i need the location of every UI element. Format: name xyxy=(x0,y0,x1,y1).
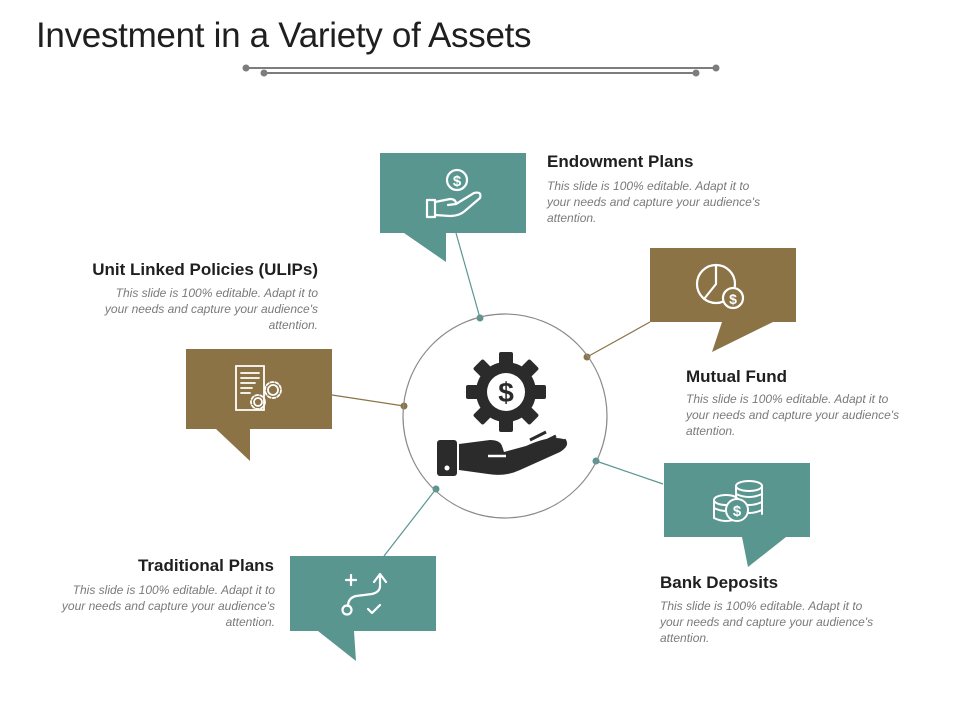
coin-stack-icon: $ xyxy=(713,480,763,522)
hand-coin-icon: $ xyxy=(425,168,482,219)
callout-mutual: $ xyxy=(650,248,796,352)
endowment-title: Endowment Plans xyxy=(547,152,694,171)
connector-ulips xyxy=(331,394,405,407)
pie-coin-icon: $ xyxy=(695,263,745,310)
svg-text:$: $ xyxy=(453,173,462,190)
bank-deposits-description: This slide is 100% editable. Adapt it to… xyxy=(660,599,874,645)
connector-dot-traditional xyxy=(432,485,440,493)
traditional-plans-description: This slide is 100% editable. Adapt it to… xyxy=(61,583,275,629)
document-gears-icon xyxy=(235,365,282,411)
svg-text:$: $ xyxy=(729,291,737,307)
ulips-title: Unit Linked Policies (ULIPs) xyxy=(92,260,318,279)
svg-text:$: $ xyxy=(733,503,742,520)
dollar-gear-hand-icon: $ xyxy=(437,352,568,476)
title-underline xyxy=(242,64,720,77)
connector-endowment xyxy=(455,232,481,319)
bank-deposits-title: Bank Deposits xyxy=(660,573,779,592)
ulips-description: This slide is 100% editable. Adapt it to… xyxy=(104,286,318,332)
connector-bank xyxy=(595,460,664,485)
traditional-plans-title: Traditional Plans xyxy=(137,556,274,575)
endowment-description: This slide is 100% editable. Adapt it to… xyxy=(547,179,761,225)
connector-traditional xyxy=(383,488,437,557)
slide-title: Investment in a Variety of Assets xyxy=(36,16,532,55)
callout-endowment: $ xyxy=(380,153,526,262)
connector-mutual xyxy=(586,321,651,358)
callout-traditional xyxy=(290,556,436,661)
mutual-fund-title: Mutual Fund xyxy=(686,367,788,386)
strategy-path-icon xyxy=(341,572,388,616)
callout-bank: $ xyxy=(664,463,810,567)
mutual-fund-description: This slide is 100% editable. Adapt it to… xyxy=(686,392,900,438)
callout-ulips xyxy=(186,349,332,461)
center-circle xyxy=(402,313,608,519)
svg-text:$: $ xyxy=(498,377,514,408)
